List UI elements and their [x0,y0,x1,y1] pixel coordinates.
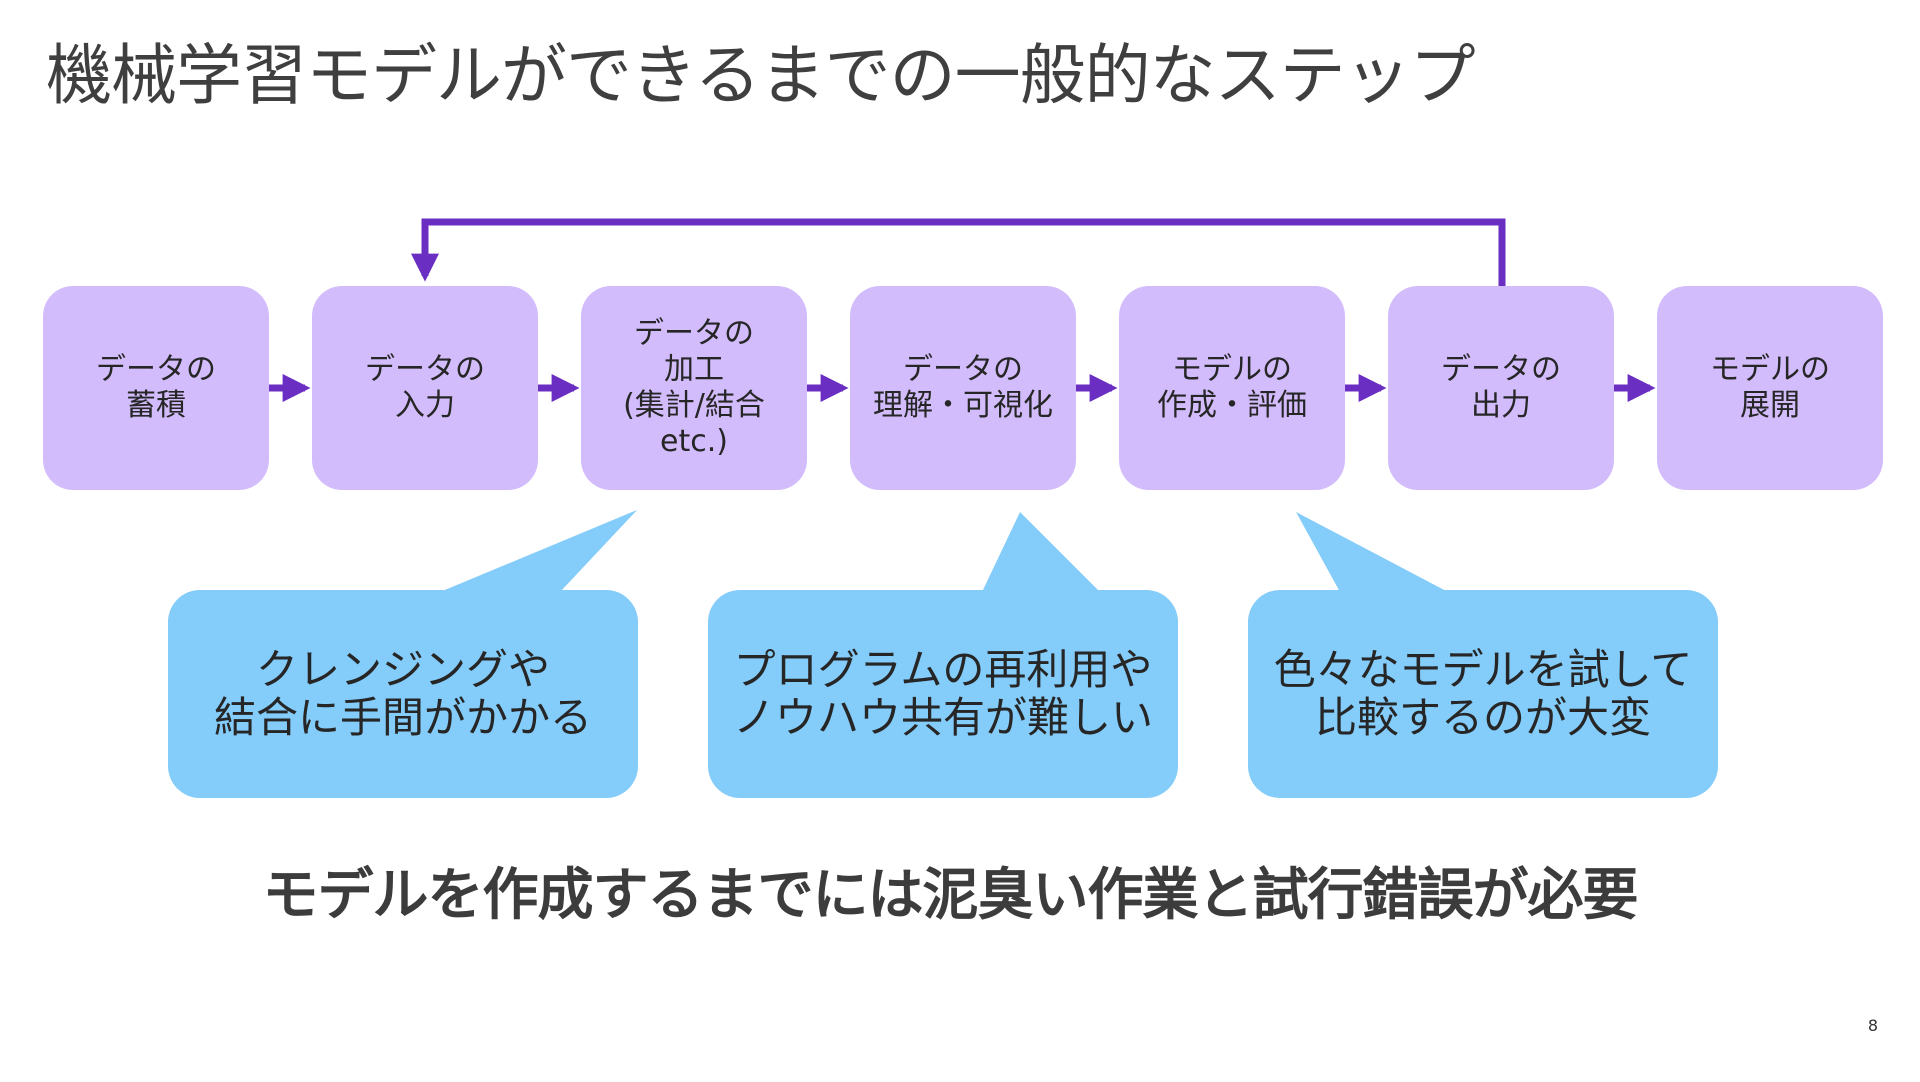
step-data-understanding: データの理解・可視化 [850,286,1076,490]
step-data-input: データの入力 [312,286,538,490]
step-data-accumulation: データの蓄積 [43,286,269,490]
step-data-output: データの出力 [1388,286,1614,490]
callout-tail-processing [440,510,637,592]
slide-title: 機械学習モデルができるまでの一般的なステップ [46,37,1476,114]
callout-tail-modeling [1296,512,1448,592]
conclusion-text: モデルを作成するまでには泥臭い作業と試行錯誤が必要 [262,863,1639,928]
step-model-deployment: モデルの展開 [1657,286,1883,490]
callout-modeling-pain: 色々なモデルを試して比較するのが大変 [1248,590,1718,798]
step-model-building: モデルの作成・評価 [1119,286,1345,490]
callout-tail-understanding [982,512,1100,592]
feedback-loop-arrow [411,218,1506,286]
page-number: 8 [1867,1016,1878,1035]
callout-understanding-pain: プログラムの再利用やノウハウ共有が難しい [708,590,1178,798]
callout-processing-pain: クレンジングや結合に手間がかかる [168,590,638,798]
